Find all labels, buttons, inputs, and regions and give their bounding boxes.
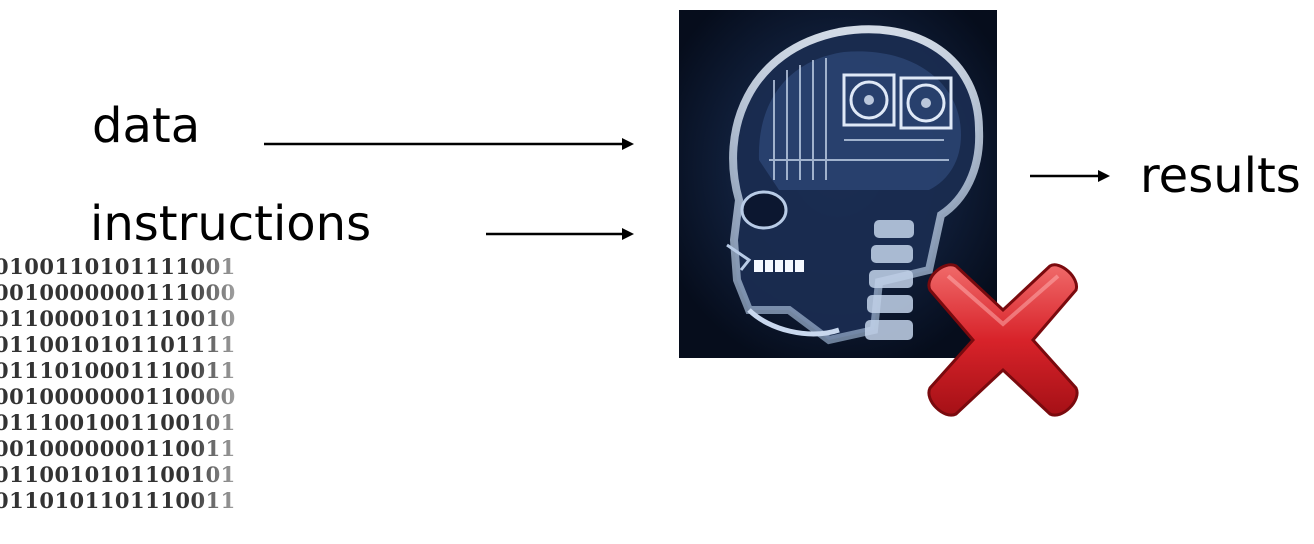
binary-row: 0110101101110011: [0, 488, 274, 514]
results-label: results: [1140, 152, 1301, 200]
binary-row: 0010000000110011: [0, 436, 274, 462]
data-label: data: [92, 102, 200, 150]
red-x-icon: [918, 258, 1088, 422]
binary-row: 0110000101110010: [0, 306, 274, 332]
binary-row: 0110010101101111: [0, 332, 274, 358]
binary-row: 0010000000110000: [0, 384, 274, 410]
data-arrow: [264, 136, 636, 152]
binary-row: 0110010101100101: [0, 462, 274, 488]
binary-row: 0100110101111001: [0, 254, 274, 280]
instructions-label: instructions: [90, 200, 371, 248]
binary-row: 0010000000111000: [0, 280, 274, 306]
binary-row: 0111001001100101: [0, 410, 274, 436]
binary-row: 0111010001110011: [0, 358, 274, 384]
results-arrow: [1030, 168, 1112, 184]
instructions-arrow: [486, 226, 636, 242]
